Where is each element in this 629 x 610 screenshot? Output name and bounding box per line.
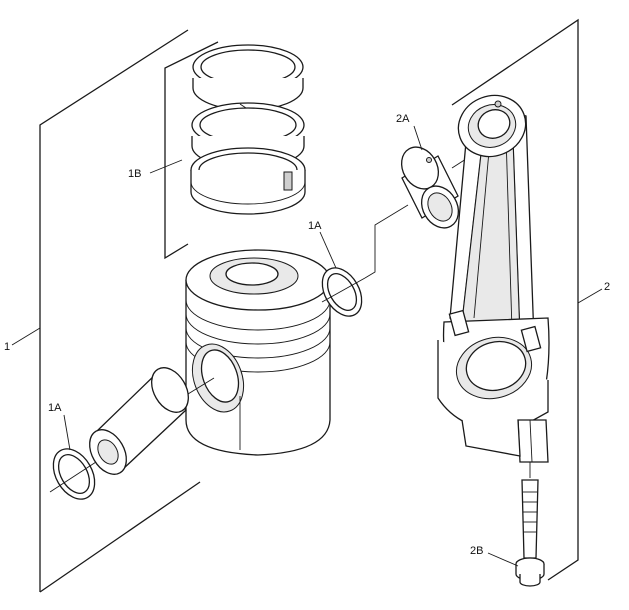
piston-pin <box>89 367 215 475</box>
label-retaining-ring-upper: 1A <box>308 220 322 232</box>
label-bolt: 2B <box>470 545 483 557</box>
piston <box>185 249 331 456</box>
connecting-rod <box>437 94 550 463</box>
retaining-ring-lower <box>49 414 97 500</box>
retaining-ring-upper <box>319 204 409 317</box>
bolt <box>487 462 545 587</box>
bracket-group-2 <box>451 18 603 581</box>
label-assembly: 1 <box>4 341 10 353</box>
label-piston-rings: 1B <box>128 168 141 180</box>
label-bearing: 2A <box>396 113 410 125</box>
label-connecting-rod: 2 <box>604 281 610 293</box>
bracket-piston-rings <box>149 41 219 260</box>
bracket-group-1 <box>11 29 201 593</box>
piston-rings <box>190 44 306 215</box>
bearing <box>400 125 481 229</box>
label-retaining-ring-lower: 1A <box>48 402 62 414</box>
